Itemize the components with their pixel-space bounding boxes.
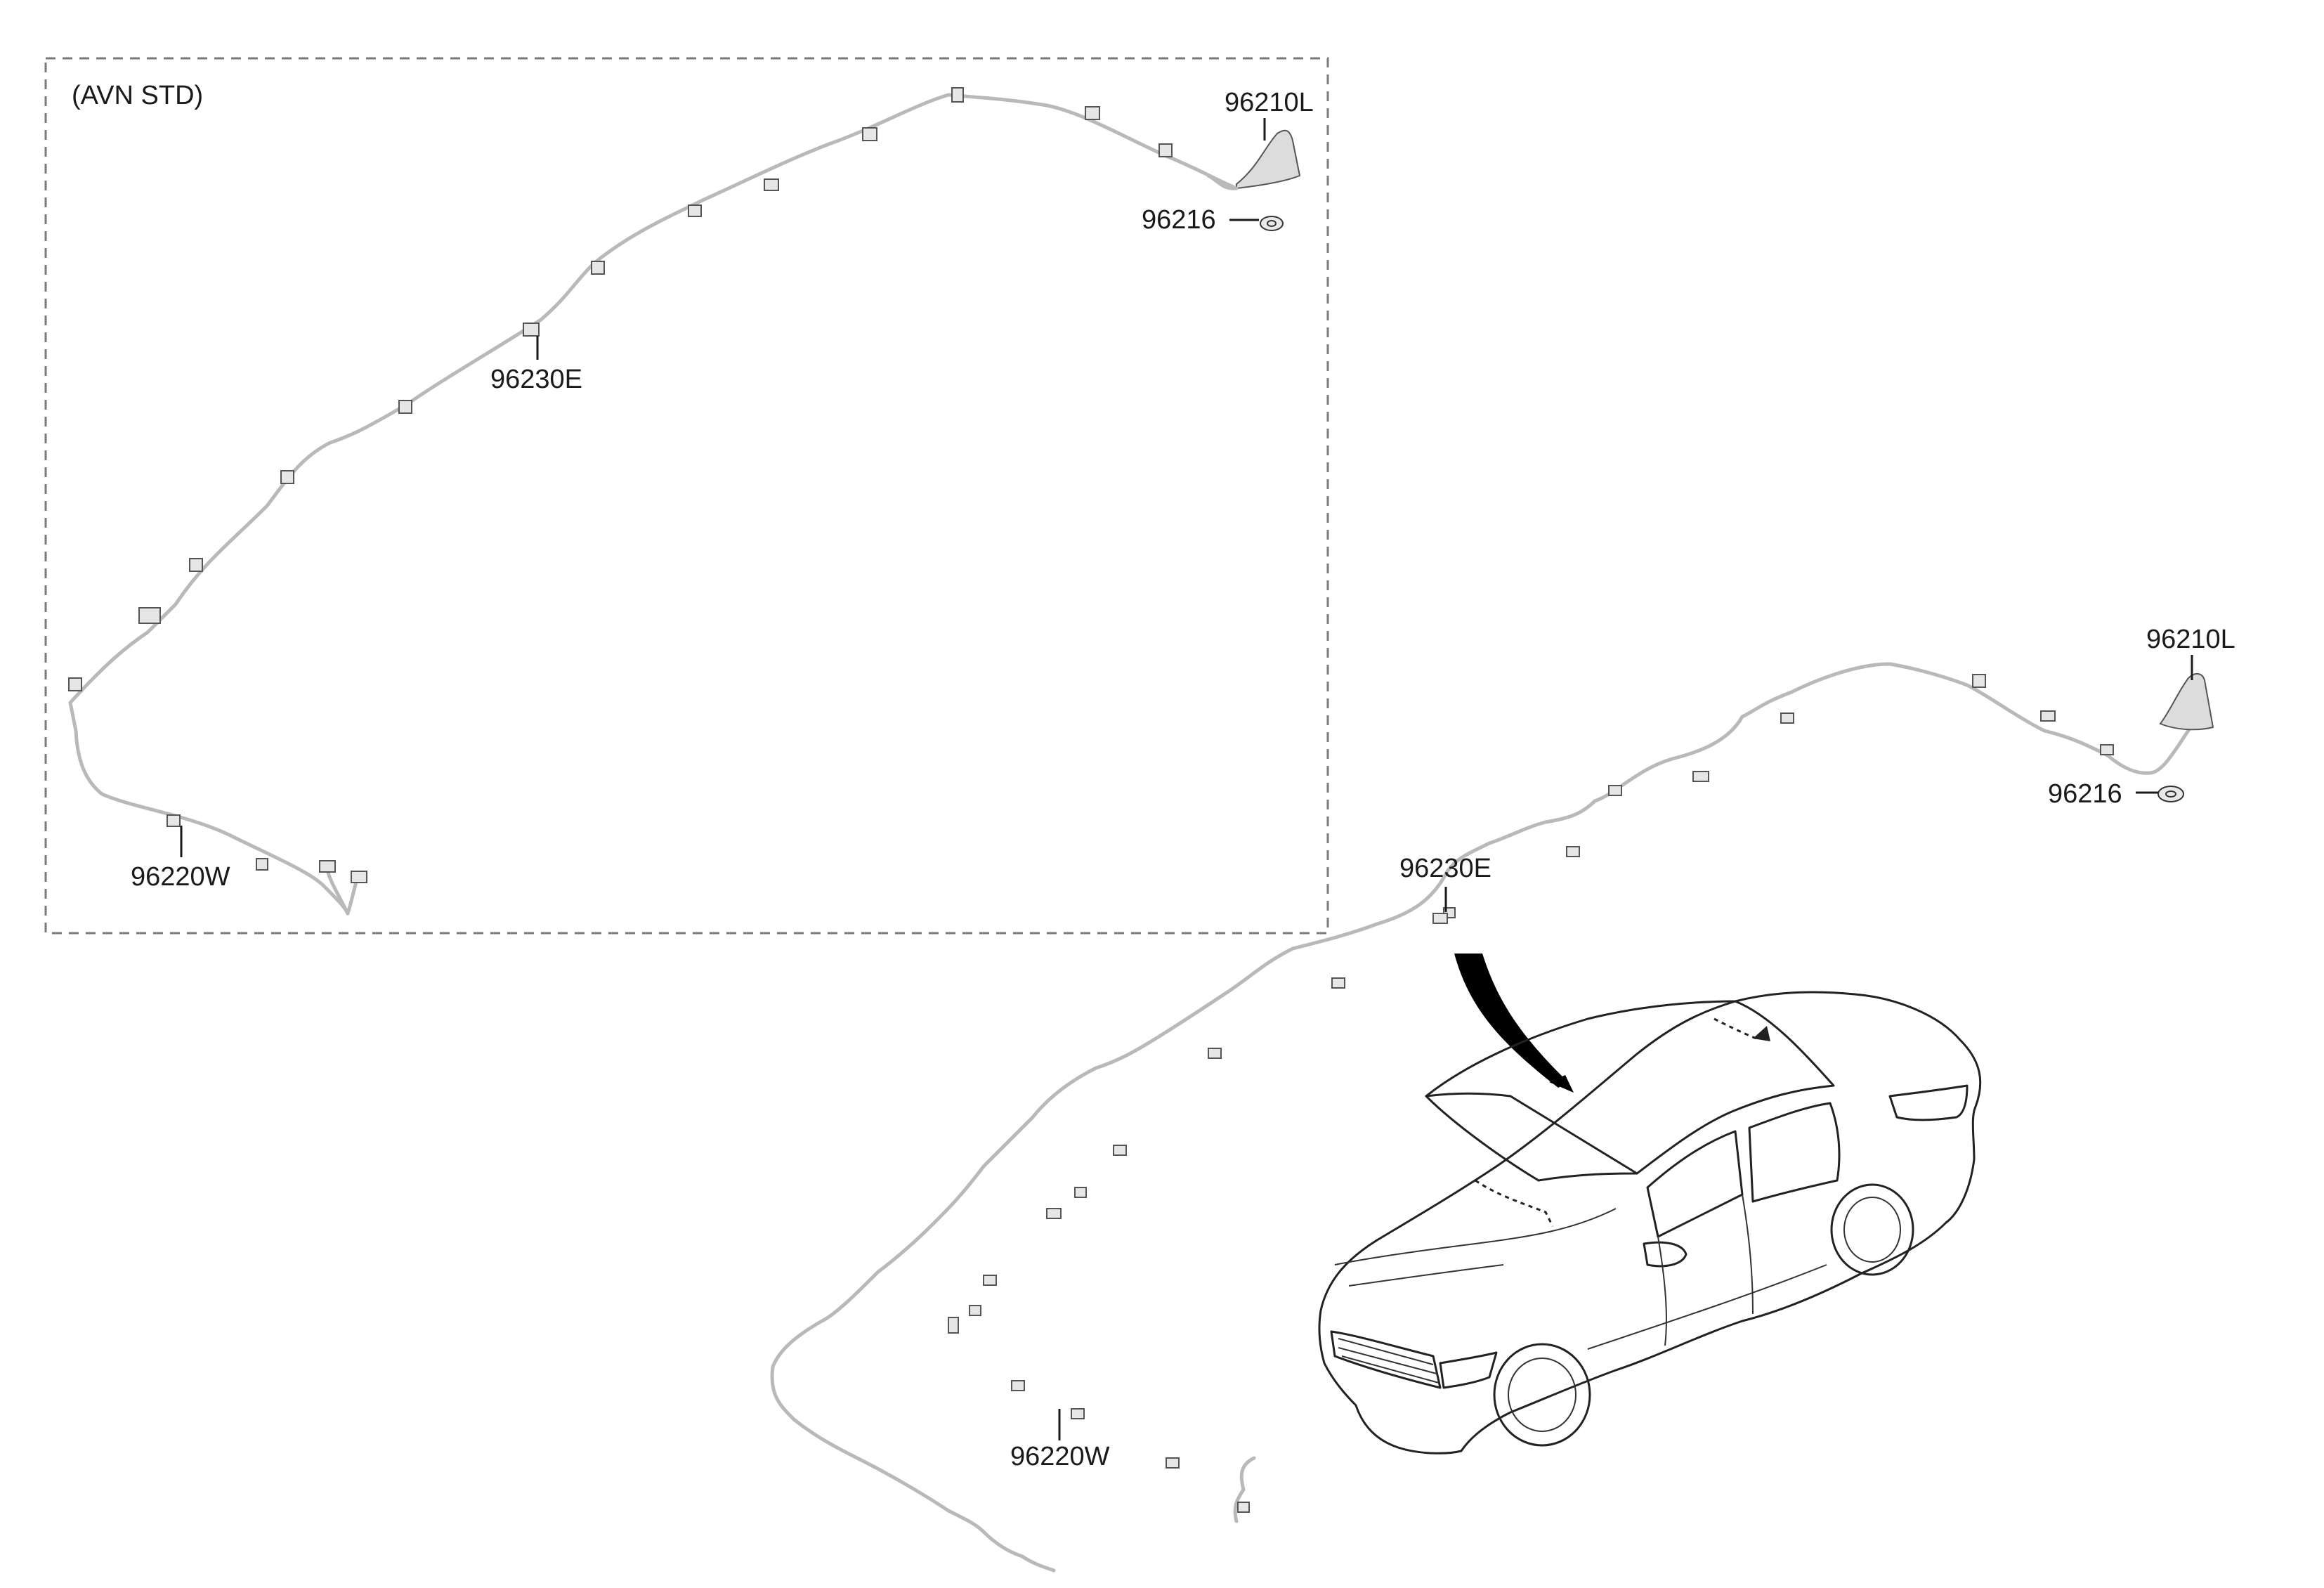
car-rear-lamp [1888, 1084, 1969, 1121]
location-callout-arrow [1454, 954, 1568, 1088]
label-96210l-upper: 96210L [1225, 88, 1314, 117]
clip [68, 677, 82, 691]
car-rear-wheel [1830, 1183, 1914, 1276]
clip [1780, 712, 1794, 724]
clip [1432, 913, 1448, 924]
lower-pad-icon [2157, 786, 2184, 802]
car-antenna-route [1713, 1017, 1757, 1040]
clip [523, 323, 540, 337]
clip [1011, 1380, 1025, 1391]
car-side-window-rear [1748, 1102, 1841, 1203]
label-96210l-lower: 96210L [2146, 625, 2235, 654]
clip [1692, 771, 1709, 782]
clip [351, 871, 367, 883]
upper-roof-antenna [1206, 129, 1301, 190]
clip [2040, 710, 2056, 722]
car-rear-rim [1843, 1197, 1901, 1263]
antenna-fin-shape [2159, 672, 2214, 731]
label-96230e-upper: 96230E [490, 365, 582, 394]
car-roof [1425, 1000, 1835, 1175]
car-roof-antenna-mark [1753, 1026, 1770, 1041]
antenna-fin-shape [1236, 129, 1301, 190]
label-96216-lower: 96216 [2048, 779, 2122, 809]
clip [1071, 1408, 1085, 1419]
clip [862, 127, 877, 141]
clip [1972, 674, 1986, 688]
clip [1566, 846, 1580, 857]
car-interior-route [1475, 1179, 1554, 1227]
lower-assembly: 96210L 96216 96230E 96220W [770, 625, 2235, 1573]
clip [969, 1305, 981, 1316]
clip [1074, 1187, 1087, 1198]
clip [591, 261, 605, 275]
clip [1046, 1208, 1062, 1219]
clip [280, 470, 294, 484]
location-callout-tip [1549, 1075, 1574, 1093]
car-hood-line [1334, 1208, 1617, 1265]
lower-clips [948, 674, 2114, 1513]
clip [2100, 744, 2114, 755]
avn-std-panel: (AVN STD) [44, 57, 1329, 935]
car-side-mirror [1643, 1241, 1687, 1268]
lower-roof-antenna [2159, 672, 2214, 731]
antenna-connector-lead [1206, 174, 1239, 190]
clip [167, 814, 181, 827]
clip [764, 178, 779, 191]
clip [1085, 106, 1100, 120]
car-sill-line [1587, 1264, 1827, 1350]
car-windshield [1425, 1092, 1638, 1182]
clip [1237, 1502, 1250, 1513]
clip [1158, 143, 1173, 157]
avn-std-label: (AVN STD) [72, 81, 203, 110]
lower-cable-lead-b [1233, 1488, 1246, 1523]
car-side-window-front [1646, 1130, 1744, 1238]
clip [1608, 785, 1622, 796]
clip [398, 400, 412, 414]
avn-std-box [44, 57, 1329, 935]
lower-cable-lead-a [1239, 1456, 1256, 1492]
clip [1113, 1145, 1127, 1156]
car-body-outline [1318, 991, 1982, 1454]
car-headlight [1439, 1351, 1498, 1389]
clip [948, 1317, 959, 1334]
clip [256, 858, 268, 871]
upper-clips [68, 87, 1173, 883]
upper-cable [68, 93, 1239, 916]
clip [138, 607, 161, 624]
clip [1331, 977, 1345, 989]
clip [1208, 1048, 1222, 1059]
car-hood-crease [1348, 1264, 1504, 1287]
car-front-rim [1508, 1358, 1576, 1432]
clip [688, 204, 702, 217]
clip [951, 87, 964, 103]
label-96220w-upper: 96220W [131, 862, 230, 892]
label-96230e-lower: 96230E [1399, 854, 1491, 883]
car-grille [1330, 1330, 1442, 1389]
lower-cable [770, 662, 2198, 1573]
car-grille-mesh [1338, 1338, 1440, 1384]
label-96216-upper: 96216 [1142, 205, 1216, 235]
clip [319, 860, 336, 873]
clip [1166, 1457, 1180, 1469]
clip [983, 1275, 997, 1286]
car-front-wheel [1493, 1343, 1591, 1447]
upper-pad-icon [1260, 216, 1284, 231]
clip [189, 558, 203, 572]
label-96220w-lower: 96220W [1010, 1442, 1110, 1471]
car-door-line [1657, 1194, 1754, 1346]
car-illustration [1318, 991, 1982, 1454]
